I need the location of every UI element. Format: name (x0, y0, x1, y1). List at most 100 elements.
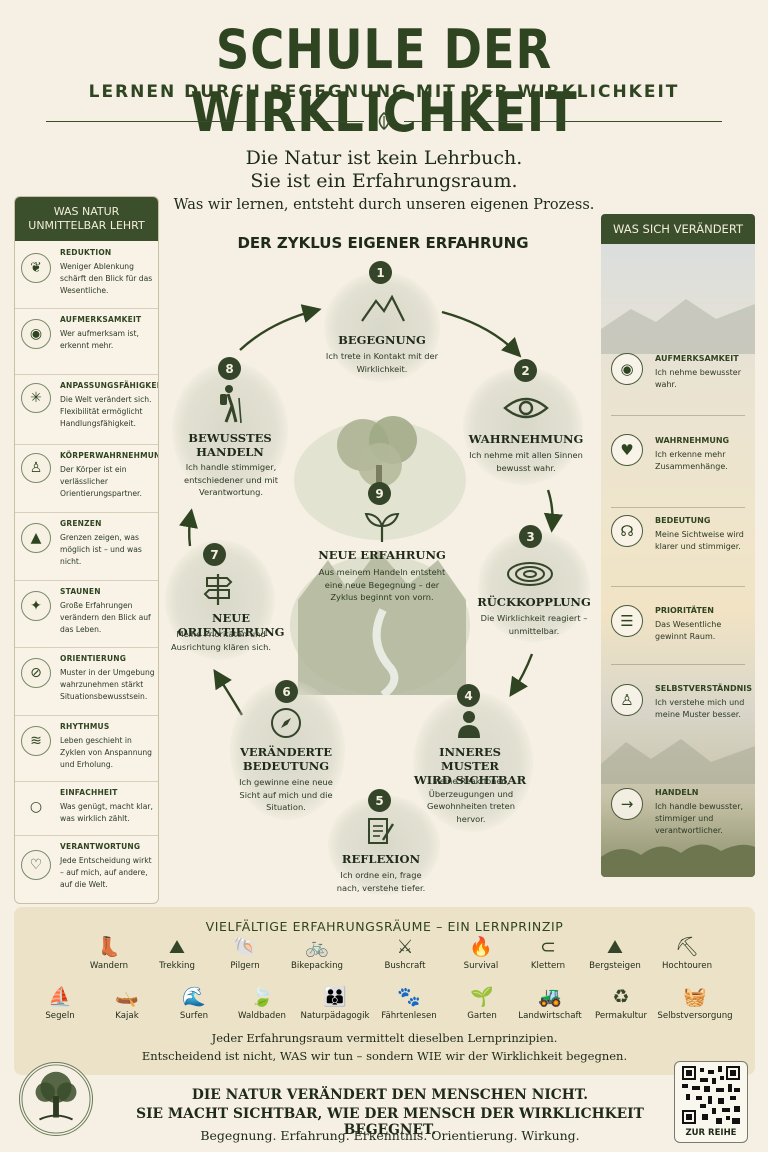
activity-label: Surfen (179, 1011, 209, 1021)
right-panel-heading: WAS SICH VERÄNDERT (601, 214, 755, 244)
step-number-4: 4 (457, 684, 480, 707)
left-item-text: Die Welt verändert sich. Flexibilität er… (60, 395, 152, 428)
sun-burst-icon: ✳ (21, 383, 51, 413)
step-4-title-line-1: INNERES MUSTER (439, 745, 501, 773)
footer-line-3: Begegnung. Erfahrung. Erkenntnis. Orient… (200, 1128, 580, 1143)
right-item-text: Ich verstehe mich und meine Muster besse… (655, 698, 745, 719)
step-5-text: Ich ordne ein, frage nach, verstehe tief… (336, 870, 426, 893)
right-separator (611, 664, 745, 665)
step-4-title: INNERES MUSTER WIRD SICHTBAR (413, 745, 527, 787)
right-item-wahrnehmung: ♥ WAHRNEHMUNG Ich erkenne mehr Zusammenh… (601, 432, 755, 492)
step-number-8: 8 (218, 357, 241, 380)
step-3-title: RÜCKKOPPLUNG (477, 595, 591, 609)
right-item-selbstverstaendnis: ♙ SELBSTVERSTÄNDNIS Ich verstehe mich un… (601, 680, 755, 750)
left-item-grenzen: ▲ GRENZEN Grenzen zeigen, was möglich is… (15, 513, 158, 581)
activity-label: Wandern (89, 961, 129, 971)
activity-surfen: 🌊 Surfen (154, 985, 234, 1021)
right-item-text: Ich nehme bewusster wahr. (655, 368, 741, 389)
activity-label: Bergsteigen (589, 961, 641, 971)
activity-selbstversorgung: 🧺 Selbstversorgung (655, 985, 735, 1021)
paw-icon: 🐾 (397, 986, 421, 1008)
step-number-9: 9 (368, 482, 391, 505)
right-item-title: HANDELN (655, 788, 699, 797)
right-separator (611, 586, 745, 587)
left-item-koerperwahrnehmung: ♙ KÖRPERWAHRNEHMUNG Der Körper ist ein v… (15, 445, 159, 513)
activity-survival: 🔥 Survival (441, 935, 521, 971)
intro-line-3: Was wir lernen, entsteht durch unseren e… (173, 197, 595, 213)
person-icon: ♙ (21, 453, 51, 483)
signpost-icon (203, 574, 233, 605)
left-item-title: ANPASSUNGSFÄHIGKEIT (60, 381, 159, 390)
sprout-icon (364, 512, 400, 542)
divider-right (404, 121, 722, 122)
step-3-text: Die Wirklichkeit reagiert – unmittelbar. (480, 613, 588, 636)
step-4-title-line-2: WIRD SICHTBAR (413, 773, 527, 787)
qr-label: ZUR REIHE (685, 1128, 737, 1138)
activity-label: Naturpädagogik (300, 1011, 370, 1021)
right-item-title: SELBSTVERSTÄNDNIS (655, 684, 753, 693)
activity-pilgern: 🐚 Pilgern (205, 935, 285, 971)
step-1-text: Ich trete in Kontakt mit der Wirklichkei… (325, 351, 439, 374)
heart-icon: ♥ (611, 434, 643, 466)
left-item-einfachheit: ○ EINFACHHEIT Was genügt, macht klar, wa… (15, 782, 158, 836)
left-item-title: RHYTHMUS (60, 722, 110, 731)
right-item-aufmerksamkeit: ◉ AUFMERKSAMKEIT Ich nehme bewusster wah… (601, 350, 755, 410)
left-item-text: Leben geschieht in Zyklen von Anspannung… (60, 736, 152, 769)
intro-line-1: Die Natur ist kein Lehrbuch. (245, 147, 523, 169)
activity-label: Waldbaden (238, 1011, 286, 1021)
person-icon: ♙ (611, 684, 643, 716)
circle-icon: ○ (29, 799, 43, 815)
list-icon: ☰ (611, 605, 643, 637)
step-9-text: Aus meinem Handeln entsteht eine neue Be… (318, 567, 446, 602)
left-item-text: Der Körper ist ein verlässlicher Orienti… (60, 465, 142, 498)
activity-wandern: 👢 Wandern (69, 935, 149, 971)
mountain-scene-top (601, 299, 755, 354)
kayak-icon: 🛶 (115, 986, 139, 1008)
knife-icon: ⚔ (396, 936, 414, 958)
activity-trekking: ⛰ Trekking (137, 935, 217, 971)
heart-hands-icon: ♡ (21, 850, 51, 880)
left-item-reduktion: ❦ REDUKTION Weniger Ablenkung schärft de… (15, 242, 158, 309)
step-8-title: BEWUSSTES HANDELN (172, 431, 288, 459)
footer-line-1: DIE NATUR VERÄNDERT DEN MENSCHEN NICHT. (191, 1087, 589, 1103)
qr-code-link[interactable]: ZUR REIHE (674, 1061, 748, 1143)
activities-line-1: Jeder Erfahrungsraum vermittelt dieselbe… (211, 1031, 558, 1045)
activity-label: Klettern (530, 961, 566, 971)
left-item-rhythmus: ≋ RHYTHMUS Leben geschieht in Zyklen von… (15, 716, 158, 782)
activity-label: Garten (467, 1011, 497, 1021)
activity-label: Permakultur (594, 1011, 648, 1021)
activity-bushcraft: ⚔ Bushcraft (365, 935, 445, 971)
activity-faehrtenlesen: 🐾 Fährtenlesen (369, 985, 449, 1021)
basket-icon: 🧺 (683, 986, 707, 1008)
ice-axe-icon: ⛏ (674, 936, 700, 958)
activity-naturpaedagogik: 👪 Naturpädagogik (295, 985, 375, 1021)
step-number-5: 5 (368, 789, 391, 812)
activity-segeln: ⛵ Segeln (20, 985, 100, 1021)
step-number-6: 6 (275, 680, 298, 703)
sailboat-icon: ⛵ (48, 986, 72, 1008)
right-item-bedeutung: ☊ BEDEUTUNG Meine Sichtweise wird klarer… (601, 512, 755, 582)
left-item-text: Weniger Ablenkung schärft den Blick für … (60, 262, 153, 295)
right-separator (611, 415, 745, 416)
step-2-title: WAHRNEHMUNG (468, 432, 584, 446)
activity-bikepacking: 🚲 Bikepacking (277, 935, 357, 971)
step-7-title: NEUE ORIENTIERUNG (177, 611, 285, 639)
header: SCHULE DER WIRKLICHKEIT LERNEN DURCH BEG… (0, 0, 768, 230)
activity-kajak: 🛶 Kajak (87, 985, 167, 1021)
left-item-text: Jede Entscheidung wirkt – auf mich, auf … (60, 856, 152, 889)
hiker-icon (220, 385, 242, 424)
family-icon: 👪 (323, 986, 347, 1008)
peaks-icon: ⛰ (607, 936, 623, 958)
tractor-icon: 🚜 (538, 986, 562, 1008)
activity-label: Selbstversorgung (657, 1011, 733, 1021)
activity-label: Pilgern (230, 961, 260, 971)
step-6-title-line-2: BEDEUTUNG (242, 759, 330, 773)
left-panel-heading: WAS NATUR UNMITTELBAR LEHRT (15, 197, 158, 241)
left-item-title: REDUKTION (60, 248, 112, 257)
intro-line-2: Sie ist ein Erfahrungsraum. (250, 170, 518, 192)
left-item-title: KÖRPERWAHRNEHMUNG (60, 451, 159, 460)
sparkle-icon: ✦ (21, 591, 51, 621)
cycle-title: DER ZYKLUS EIGENER ERFAHRUNG (237, 234, 529, 252)
step-number-2: 2 (514, 359, 537, 382)
leaf-icon: 🍃 (250, 986, 274, 1008)
